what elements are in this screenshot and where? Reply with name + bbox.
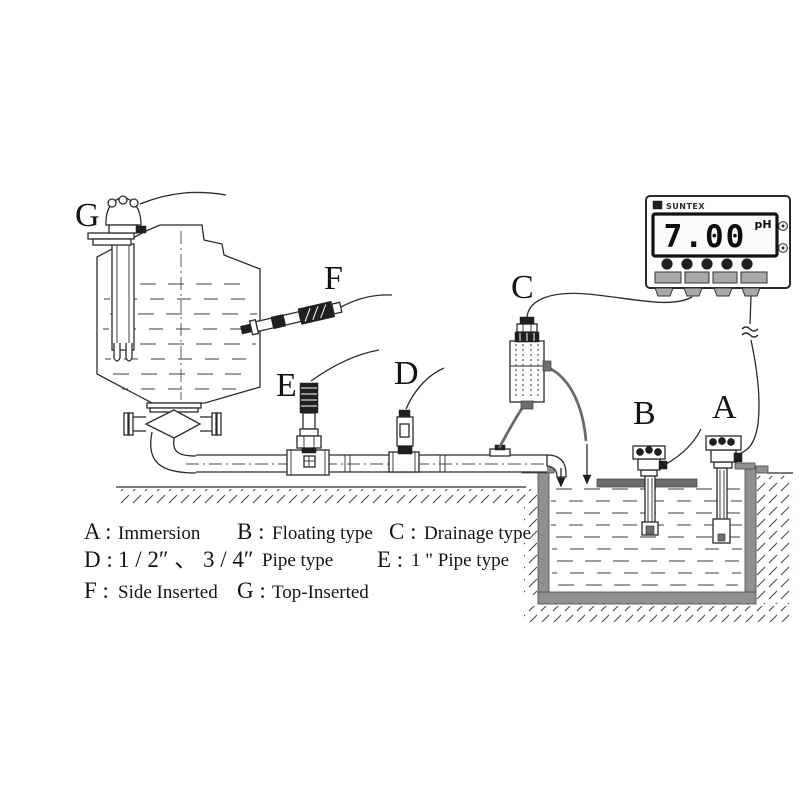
- callout-c: C: [511, 269, 534, 306]
- sensor-b-body: [637, 458, 661, 471]
- meter-cable-glands: [654, 287, 761, 297]
- pipe-body: [196, 455, 547, 472]
- c-bottom-port: [520, 400, 534, 410]
- sensor-c: [489, 292, 693, 485]
- ground-hatch-wall-left: [524, 489, 538, 595]
- sensor-b-cable: [665, 428, 702, 465]
- legend-text-d: 1 / 2″ 、 3 / 4″: [118, 547, 253, 572]
- c-drain-tube: [546, 365, 588, 442]
- sensor-e-nut: [296, 435, 322, 449]
- sensor-a-tube: [716, 467, 728, 524]
- callout-b: B: [633, 395, 656, 432]
- pipe-outlet-elbow: [546, 454, 567, 488]
- sensor-a-bracket: [734, 462, 756, 470]
- callout-g: G: [75, 197, 100, 234]
- tank-water: [103, 283, 257, 390]
- sensor-d: [388, 367, 445, 473]
- c-cell-body: [509, 340, 545, 403]
- meter-cable-to-a: [740, 339, 760, 454]
- meter-lcd-unit: pH: [754, 218, 771, 231]
- meter-brand-logo: [652, 200, 663, 210]
- sensor-g-cable: [139, 191, 227, 205]
- legend-text-f: Side Inserted: [118, 582, 218, 603]
- sensor-b-fitting: [658, 460, 668, 470]
- valve-body: [144, 409, 202, 439]
- ground-hatch-right: [756, 476, 793, 604]
- callout-a: A: [712, 389, 737, 426]
- basin-wall-left: [537, 472, 550, 597]
- ground-hatch-bottom: [524, 606, 792, 622]
- valve-flange-left: [123, 412, 129, 436]
- legend-key-a: A :: [84, 519, 111, 544]
- sensor-e: [286, 349, 380, 476]
- sensor-a-body: [710, 449, 737, 463]
- sensor-b-tube: [644, 475, 656, 525]
- basin-bottom: [537, 591, 757, 605]
- legend-key-d: D :: [84, 547, 113, 572]
- valve-flange-right: [211, 412, 217, 436]
- meter-soft-buttons[interactable]: [654, 271, 768, 284]
- tank-outlet-valve: [123, 402, 222, 474]
- sensor-a: [705, 435, 743, 544]
- sensor-g-tip: [113, 343, 133, 362]
- legend: A : Immersion B : Floating type C : Drai…: [84, 519, 531, 603]
- basin-wall-right: [744, 465, 757, 593]
- legend-text-d2: Pipe type: [262, 550, 333, 571]
- legend-key-b: B :: [237, 519, 264, 544]
- legend-text-g: Top-Inserted: [272, 582, 369, 603]
- meter-brand-text: SUNTEX: [666, 202, 705, 211]
- c-side-port: [542, 360, 552, 372]
- sensor-b: [596, 428, 702, 536]
- legend-text-c: Drainage type: [424, 523, 531, 544]
- sensor-c-cable: [526, 292, 693, 318]
- meter-cable-right: [749, 295, 752, 325]
- sensor-g-fitting: [135, 225, 147, 234]
- ph-meter: SUNTEX 7.00 pH: [645, 195, 791, 454]
- sensor-a-fitting: [733, 452, 743, 463]
- callout-e: E: [276, 367, 297, 404]
- sensor-d-cable: [405, 367, 445, 410]
- legend-key-e: E :: [377, 547, 403, 572]
- cable-break-icon: [741, 326, 759, 338]
- legend-key-f: F :: [84, 578, 109, 603]
- callout-d: D: [394, 355, 419, 392]
- sensor-a-tip: [712, 518, 731, 544]
- sensor-d-cap: [398, 409, 411, 418]
- meter-lcd: [651, 212, 779, 258]
- callout-f: F: [324, 260, 343, 297]
- c-top-cap: [519, 316, 535, 325]
- process-pipe: [186, 454, 567, 488]
- legend-text-b: Floating type: [272, 523, 373, 544]
- meter-round-buttons[interactable]: [661, 258, 753, 270]
- legend-key-g: G :: [237, 578, 266, 603]
- c-inlet-tube: [497, 406, 525, 449]
- ground: [116, 472, 793, 622]
- pipe-elbow-outer: [150, 431, 197, 474]
- pipe-elbow-inner: [172, 437, 197, 457]
- sensor-g: [87, 191, 227, 362]
- meter-lcd-value: 7.00: [664, 219, 747, 255]
- sensor-g-tube: [111, 243, 135, 351]
- legend-key-c: C :: [389, 519, 416, 544]
- legend-text-a: Immersion: [118, 523, 201, 544]
- ground-hatch-left: [118, 489, 526, 505]
- sensor-e-cable: [310, 349, 380, 382]
- pipe-tee-d: [388, 451, 420, 473]
- basin-ledge-right: [755, 465, 769, 474]
- sensor-f-cable: [340, 294, 393, 308]
- legend-text-e: 1 " Pipe type: [411, 550, 509, 571]
- sensor-f: [240, 294, 393, 336]
